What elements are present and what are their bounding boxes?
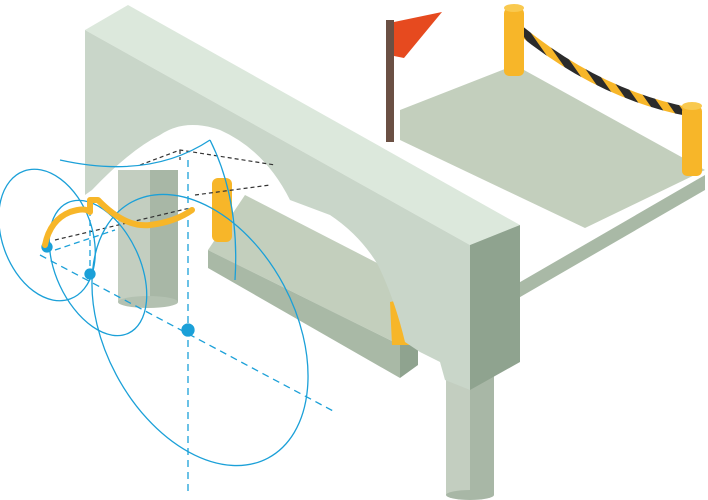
flag-cloth [394,12,442,58]
sketch-node-2 [84,268,96,280]
sketch-node-3 [181,323,195,337]
pier-cap-beam [85,5,520,390]
beam-top [85,5,520,245]
yellow-post-left [212,178,232,242]
left-column [118,170,178,308]
back-platform-top [400,65,705,228]
sketch-arc [59,139,211,168]
hazard-rope-icon [517,26,691,117]
left-deck [208,195,420,378]
sketch-dashed-line-cross [54,229,116,251]
sketch-circle-medium [48,199,148,337]
back-platform [400,65,705,300]
flag-icon [386,12,442,142]
left-deck-top [208,195,420,345]
sketch-circle-small [0,168,96,302]
bollard-right [682,102,702,176]
bollard-left [504,4,524,76]
beam-front [85,30,470,390]
sketch-dashed-line-diagonal [39,254,336,413]
flag-pole [386,20,394,142]
left-deck-front [208,250,400,378]
back-platform-front [515,175,705,300]
sketch-circle-large [91,193,309,467]
left-deck-side [400,338,418,378]
lower-column [446,370,494,500]
beam-side [470,225,520,390]
orange-profile-curve [42,197,195,248]
guide-lines [54,149,276,241]
sketch-arc-right [209,139,237,281]
